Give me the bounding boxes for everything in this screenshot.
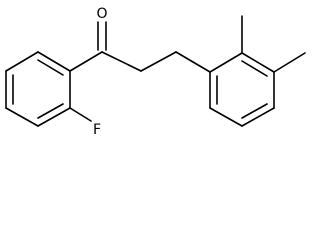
oxygen-atom-label: O: [96, 6, 107, 22]
carbonyl-double-bond: [97, 21, 107, 51]
fluorine-atom-label: F: [93, 122, 101, 138]
fluorine-bond: [69, 107, 92, 122]
chemical-structure-diagram: O F: [5, 6, 306, 138]
alkyl-chain: [101, 51, 211, 73]
ring-carbonyl-bond: [69, 51, 103, 72]
fluorophenyl-ring: [5, 51, 71, 127]
dimethylphenyl-ring: [209, 52, 275, 127]
methyl-bonds: [241, 15, 306, 73]
